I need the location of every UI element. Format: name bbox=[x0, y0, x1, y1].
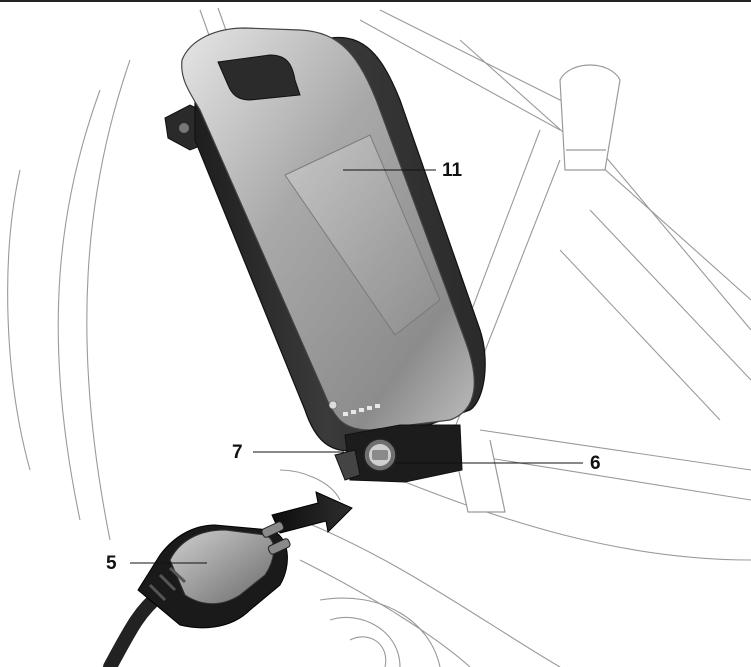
charging-socket bbox=[334, 424, 463, 483]
charge-led bbox=[343, 412, 348, 416]
insert-arrow bbox=[271, 491, 353, 534]
charger-plug bbox=[103, 521, 291, 667]
seat-tube bbox=[451, 64, 621, 513]
callout-socket: 6 bbox=[590, 453, 601, 474]
callout-battery: 11 bbox=[442, 160, 463, 181]
charge-led bbox=[367, 406, 372, 410]
charge-led bbox=[359, 408, 364, 412]
battery-panel bbox=[284, 134, 441, 336]
top-rule bbox=[0, 0, 751, 2]
charge-indicator bbox=[328, 400, 380, 416]
battery-handle bbox=[217, 54, 301, 101]
charge-led bbox=[351, 410, 356, 414]
leader-lines bbox=[130, 169, 583, 564]
callout-plug: 5 bbox=[106, 553, 117, 574]
callout-lock: 7 bbox=[232, 442, 243, 463]
charge-led bbox=[375, 404, 380, 408]
